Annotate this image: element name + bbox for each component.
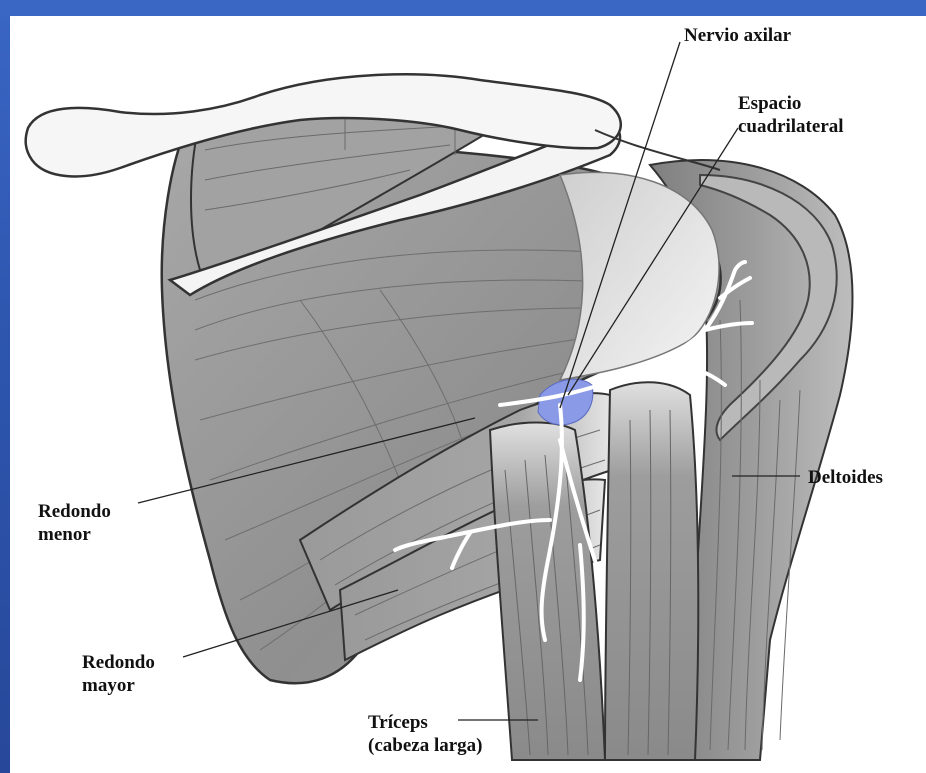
label-triceps-cabeza-larga: Tríceps (cabeza larga) <box>368 711 482 757</box>
label-nervio-axilar: Nervio axilar <box>684 24 791 47</box>
label-redondo-menor: Redondo menor <box>38 500 111 546</box>
label-text-line2: mayor <box>82 674 155 697</box>
label-text-line2: (cabeza larga) <box>368 734 482 757</box>
label-text-line1: Redondo <box>82 651 155 674</box>
label-espacio-cuadrilateral: Espacio cuadrilateral <box>738 92 844 138</box>
label-text-line1: Espacio <box>738 92 844 115</box>
label-text: Nervio axilar <box>684 25 791 46</box>
label-redondo-mayor: Redondo mayor <box>82 651 155 697</box>
label-text-line1: Redondo <box>38 500 111 523</box>
label-text-line2: menor <box>38 523 111 546</box>
label-text-line2: cuadrilateral <box>738 115 844 138</box>
label-text-line1: Tríceps <box>368 711 482 734</box>
label-text: Deltoides <box>808 467 883 488</box>
label-deltoides: Deltoides <box>808 466 883 489</box>
